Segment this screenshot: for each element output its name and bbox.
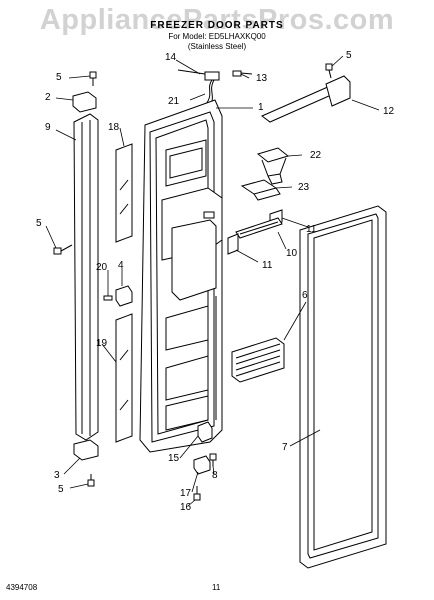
- callout-15: 15: [168, 453, 180, 464]
- screw-13: [232, 70, 253, 77]
- hinge-hardware-17: [193, 455, 211, 475]
- callout-23: 23: [298, 182, 310, 193]
- heater-coil: [231, 337, 285, 383]
- page-number: 11: [212, 583, 221, 592]
- callout-21: 21: [168, 96, 180, 107]
- ice-chute: [256, 147, 290, 185]
- callout-1: 1: [258, 102, 264, 113]
- callout-5-c: 5: [36, 218, 42, 229]
- callout-8: 8: [212, 470, 218, 481]
- door-gasket: [299, 205, 387, 569]
- callout-7: 7: [282, 442, 288, 453]
- screw-8: [209, 453, 217, 466]
- hinge-cap-bottom-left: [73, 439, 99, 461]
- callout-11-b: 11: [262, 260, 273, 271]
- diagram-title: FREEZER DOOR PARTS: [150, 20, 284, 31]
- door-liner: [139, 99, 223, 453]
- callout-18: 18: [108, 122, 120, 133]
- callout-17: 17: [180, 488, 192, 499]
- watermark: AppliancePartsPros.com: [39, 4, 395, 36]
- bracket-11-lower: [227, 233, 239, 255]
- callout-labels: 1 2 3 4 5 5 5 5 6 7 8 9 10 11 11 12 13 1…: [36, 50, 395, 513]
- callout-11-a: 11: [306, 224, 317, 235]
- upper-glass-panel: [115, 143, 133, 243]
- callout-4: 4: [118, 260, 124, 271]
- callout-16: 16: [180, 502, 192, 513]
- callout-9: 9: [45, 122, 51, 133]
- top-door-trim: [261, 75, 351, 123]
- callout-20: 20: [96, 262, 108, 273]
- hinge-cap-top-left: [72, 91, 97, 113]
- callout-6: 6: [302, 290, 308, 301]
- finish-line: (Stainless Steel): [187, 42, 247, 51]
- callout-13: 13: [256, 73, 268, 84]
- callout-14: 14: [165, 52, 177, 63]
- screw-5-top-left: [89, 71, 97, 86]
- callout-19: 19: [96, 338, 108, 349]
- screw-20: [103, 295, 113, 301]
- model-line: For Model: ED5LHAXKQ00: [168, 32, 266, 41]
- chute-flap: [240, 179, 281, 201]
- clip-4: [115, 285, 133, 307]
- part-number: 4394708: [6, 583, 38, 592]
- screw-5-top-right: [325, 63, 333, 79]
- lower-glass-panel: [115, 313, 133, 443]
- callout-3: 3: [54, 470, 60, 481]
- callout-5-b: 5: [346, 50, 352, 61]
- callout-10: 10: [286, 248, 298, 259]
- callout-5-a: 5: [56, 72, 62, 83]
- left-trim-strip: [73, 113, 99, 441]
- callout-12: 12: [383, 106, 395, 117]
- callout-5-d: 5: [58, 484, 64, 495]
- rail-10: [235, 217, 283, 239]
- screw-16: [193, 486, 201, 501]
- wire-harness: [177, 69, 220, 107]
- leader-lines: [45, 55, 380, 507]
- callout-2: 2: [45, 92, 51, 103]
- callout-22: 22: [310, 150, 322, 161]
- screw-5-mid-left: [53, 244, 73, 255]
- screw-5-bottom-left: [87, 474, 95, 487]
- hinge-hardware-15: [197, 421, 213, 443]
